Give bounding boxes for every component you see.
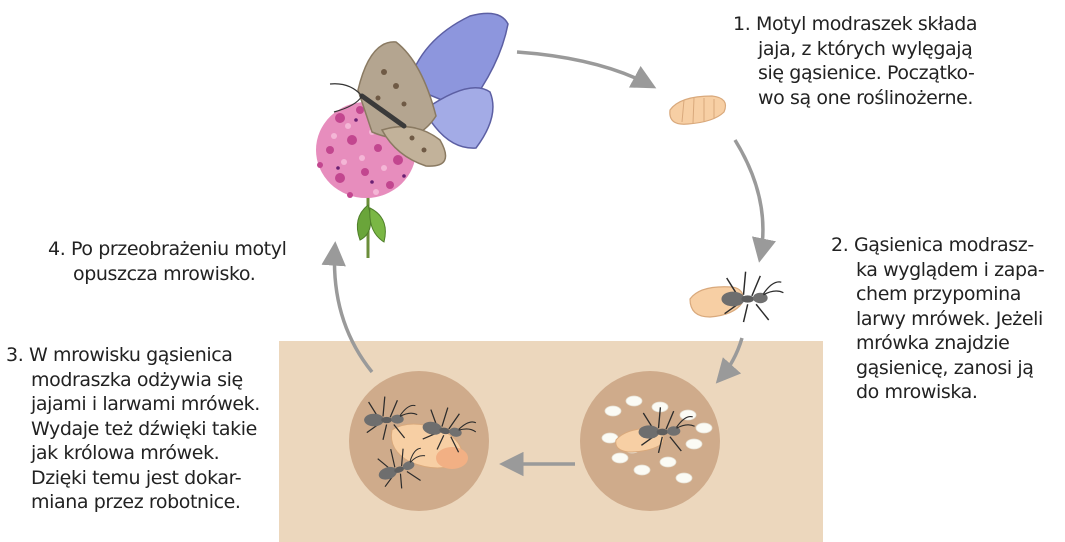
caption-line: do mrowiska. xyxy=(831,380,1044,405)
caption-line: modraszka odżywia się xyxy=(6,368,260,393)
caption-line: się gąsienice. Początko- xyxy=(733,61,977,86)
caption-line: W mrowisku gąsienica xyxy=(29,344,233,366)
caption-line: jak królowa mrówek. xyxy=(6,441,260,466)
caption-line: Wydaje też dźwięki takie xyxy=(6,417,260,442)
step-number: 3. xyxy=(6,344,23,366)
step-number: 1. xyxy=(733,13,750,35)
caption-line: chem przypomina xyxy=(831,282,1044,307)
caption-line: Dzięki temu jest dokar- xyxy=(6,466,260,491)
caption-line: Gąsienica modrasz- xyxy=(854,234,1034,256)
caption-line: opuszcza mrowisko. xyxy=(48,262,286,287)
caption-line: jaja, z których wylęgają xyxy=(733,37,977,62)
caption-line: Po przeobrażeniu motyl xyxy=(71,238,287,260)
caption-line: larwy mrówek. Jeżeli xyxy=(831,307,1044,332)
step-number: 4. xyxy=(48,238,65,260)
step-2-caption: 2. Gąsienica modrasz- ka wyglądem i zapa… xyxy=(831,233,1044,405)
caption-line: Motyl modraszek składa xyxy=(756,13,977,35)
caption-line: wo są one roślinożerne. xyxy=(733,86,977,111)
step-1-caption: 1. Motyl modraszek składa jaja, z któryc… xyxy=(733,12,977,110)
arrow-caterpillar-to-ant xyxy=(735,140,763,258)
step-number: 2. xyxy=(831,234,848,256)
ant-carrying-caterpillar xyxy=(690,272,783,322)
caption-line: gąsienicę, zanosi ją xyxy=(831,356,1044,381)
step-4-caption: 4. Po przeobrażeniu motyl opuszcza mrowi… xyxy=(48,237,286,286)
caption-line: jajami i larwami mrówek. xyxy=(6,392,260,417)
caption-line: ka wyglądem i zapa- xyxy=(831,258,1044,283)
caption-line: miana przez robotnice. xyxy=(6,490,260,515)
step-3-caption: 3. W mrowisku gąsienica modraszka odżywi… xyxy=(6,343,260,515)
caption-line: mrówka znajdzie xyxy=(831,331,1044,356)
caterpillar-icon xyxy=(670,96,726,124)
arrow-butterfly-to-caterpillar xyxy=(517,52,652,86)
